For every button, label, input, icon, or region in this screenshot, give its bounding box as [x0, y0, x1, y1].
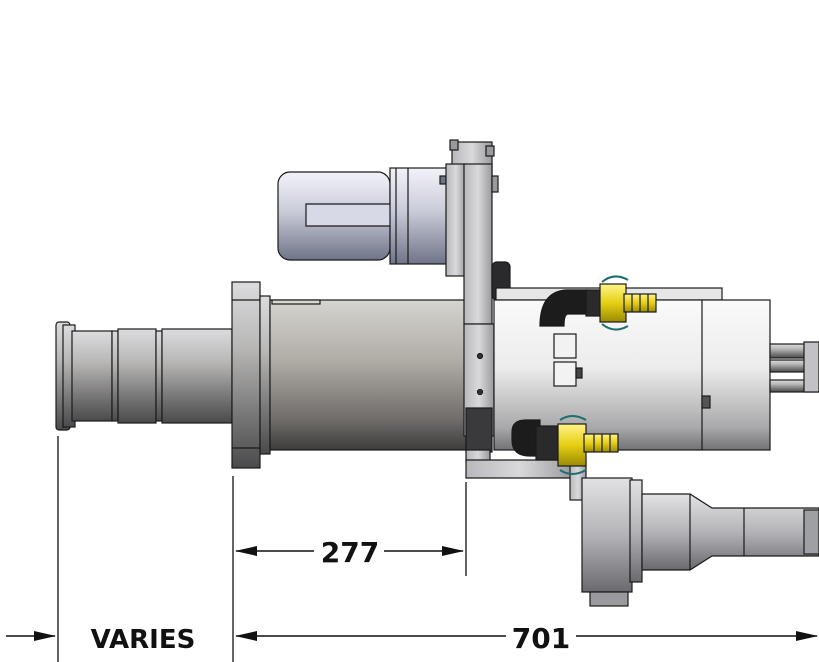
dimension-701: 701	[235, 622, 818, 655]
dimension-701-label: 701	[512, 622, 570, 655]
dimension-varies: VARIES	[6, 625, 195, 655]
dimension-277-label: 277	[321, 536, 379, 569]
dimension-varies-label: VARIES	[91, 625, 196, 655]
extension-lines	[57, 436, 467, 662]
lower-actuator	[581, 477, 819, 607]
nozzle-tip	[55, 321, 233, 431]
lower-hose-fitting	[511, 415, 619, 475]
motor	[277, 167, 449, 265]
dimension-277: 277	[235, 536, 464, 569]
mount-plate	[445, 139, 587, 501]
rear-stems	[769, 341, 819, 393]
mounting-flange	[231, 281, 271, 469]
main-barrel	[269, 299, 467, 451]
upper-hose-fitting	[539, 275, 657, 331]
